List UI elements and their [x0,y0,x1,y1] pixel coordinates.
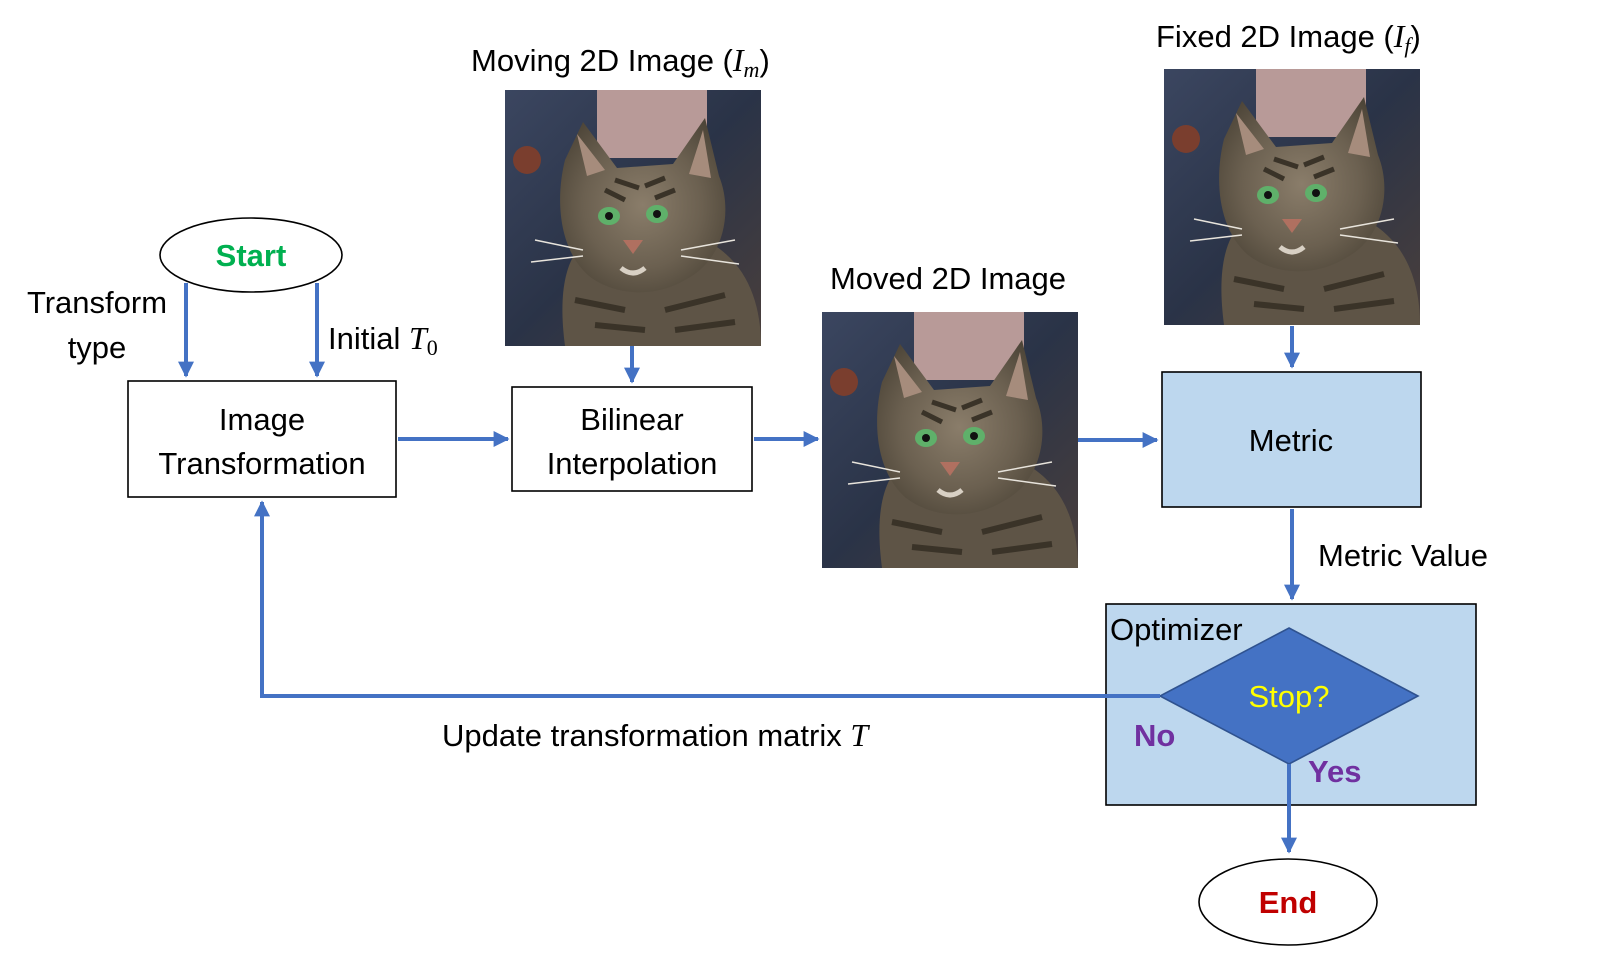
bilinear-interpolation-box [511,386,753,492]
metric-label: Metric [1249,423,1333,458]
bilinear-interpolation-label: Bilinear [580,402,683,437]
no-label: No [1134,718,1175,753]
stop-label: Stop? [1248,679,1329,714]
metric-value-label: Metric Value [1318,538,1488,573]
end-label: End [1259,885,1318,920]
transform-type-label: Transform [27,285,167,320]
optimizer-label: Optimizer [1110,612,1243,647]
arrow-update-feedback [254,500,1160,698]
moving-image-label: Moving 2D Image (Im) [471,42,770,82]
fixed-image-label: Fixed 2D Image (If) [1156,18,1421,58]
initial-t0-label: Initial T0 [328,320,438,360]
start-node [159,217,343,293]
fixed-image [1164,69,1420,325]
metric-box [1161,371,1422,508]
image-transformation-label: Image [219,402,305,437]
transform-type-label-2: type [68,330,127,365]
image-transformation-label-2: Transformation [158,446,365,481]
moving-image [505,90,761,346]
bilinear-interpolation-label-2: Interpolation [547,446,718,481]
end-node [1198,858,1378,946]
start-label: Start [216,238,287,273]
moved-image [822,312,1078,568]
update-transformation-label: Update transformation matrix T [442,717,870,753]
moved-image-label: Moved 2D Image [830,261,1066,296]
yes-label: Yes [1308,754,1361,789]
image-transformation-box [127,380,397,498]
